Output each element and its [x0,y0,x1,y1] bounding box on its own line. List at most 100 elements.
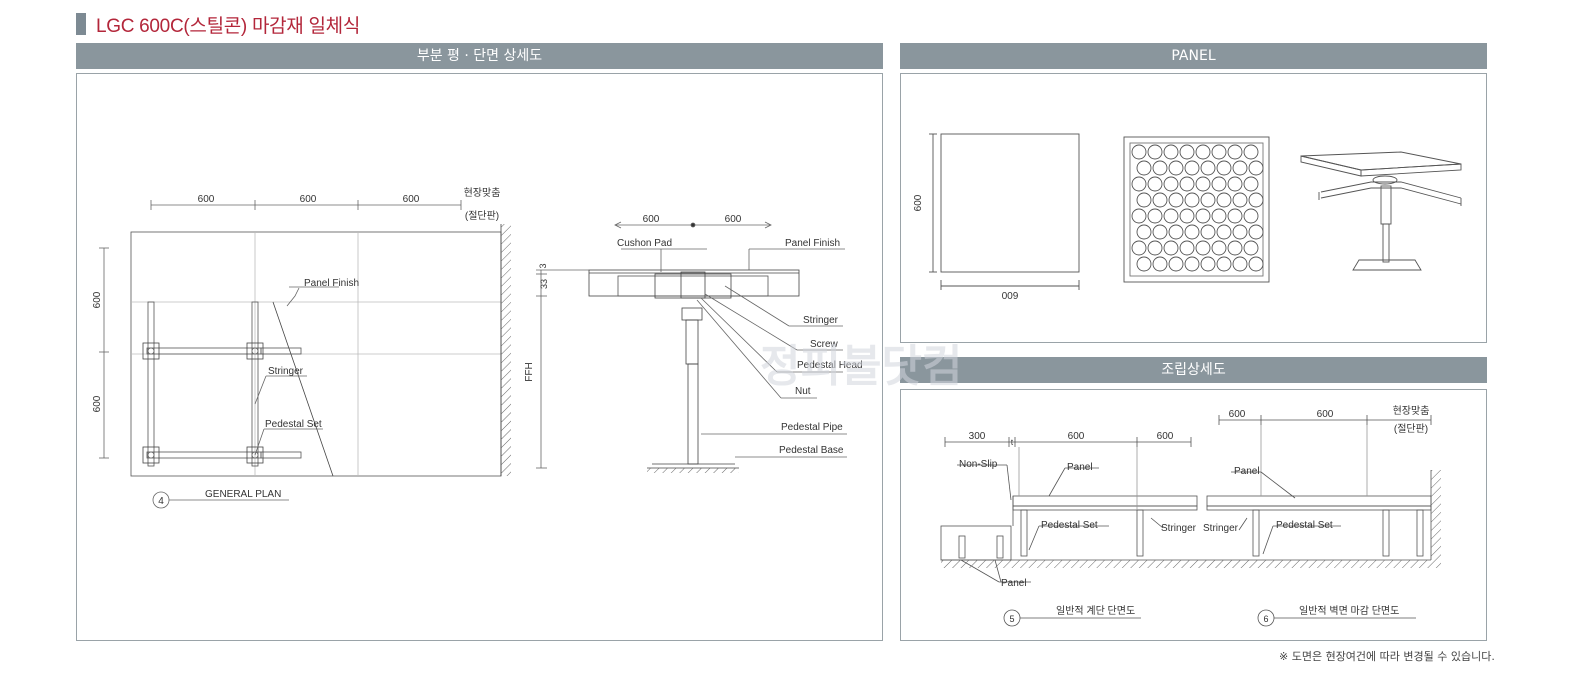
plan-callout-title: GENERAL PLAN [205,489,281,500]
panel-cell [1163,144,1179,160]
plan-label-panel-finish: Panel Finish [304,278,359,289]
panel-cell [1168,256,1184,272]
asm-left-dim-t: t [1011,438,1014,447]
panel-drawing: 600 600 [913,133,1462,300]
section-label-screw: Screw [810,339,839,350]
panel-cell [1232,224,1248,240]
plan-section-header: 부분 평 · 단면 상세도 [76,43,883,69]
section-ffh: FFH [524,362,535,381]
panel-cell [1136,224,1152,240]
section-dim-1: 600 [643,214,660,225]
section-dim-33: 33 [539,279,549,289]
panel-cell [1248,256,1264,272]
assembly-wall-hatch [1431,470,1441,568]
plan-label-pedestal-set: Pedestal Set [265,419,322,430]
section-label-pedestal-head: Pedestal Head [797,360,863,371]
asm-left-panel-bottom: Panel [1001,578,1027,589]
footnote: ※ 도면은 현장여건에 따라 변경될 수 있습니다. [1279,650,1495,663]
panel-cell [1163,176,1179,192]
panel-cell [1184,160,1200,176]
asm-right-dim-2: 600 [1317,409,1334,420]
section-label-panel-finish: Panel Finish [785,238,840,249]
panel-cell [1232,160,1248,176]
panel-cell [1227,144,1243,160]
asm-left-dim-2: 600 [1068,431,1085,442]
panel-cell [1227,208,1243,224]
panel-cell [1168,160,1184,176]
panel-dim-bottom: 600 [1001,289,1018,300]
asm-left-dim-3: 600 [1157,431,1174,442]
asm-left-non-slip: Non-Slip [959,459,998,470]
panel-cell [1232,192,1248,208]
asm-right-pedestal-set: Pedestal Set [1276,520,1333,531]
panel-cell [1195,208,1211,224]
panel-cell [1168,224,1184,240]
panel-cell [1163,208,1179,224]
section-label-cushion-pad: Cushon Pad [617,238,672,249]
panel-cell [1147,144,1163,160]
plan-section-panel: 600 600 600 현장맞춤 (절단판) 600 600 Panel Fin… [76,73,883,641]
panel-cell [1152,192,1168,208]
panel-cell [1227,176,1243,192]
panel-cell [1131,240,1147,256]
panel-cell [1211,176,1227,192]
asm-left-panel: Panel [1067,462,1093,473]
asm-right-dim-1: 600 [1229,409,1246,420]
asm-left-stringer: Stringer [1161,523,1197,534]
panel-dim-side: 600 [913,194,924,211]
panel-cell [1195,240,1211,256]
panel-cell [1195,176,1211,192]
plan-dim-1: 600 [198,194,215,205]
general-plan [99,200,502,509]
section-detail [536,221,847,469]
panel-bottom-cells [1131,144,1264,272]
assembly-drawing: 300 t 600 600 Non-Slip Panel Pedestal Se… [940,405,1441,627]
panel-cell [1200,192,1216,208]
panel-cell [1216,224,1232,240]
section-dim-2: 600 [725,214,742,225]
panel-cell [1131,208,1147,224]
panel-cell [1184,256,1200,272]
panel-cell [1184,224,1200,240]
plan-dim-3: 600 [403,194,420,205]
plan-section-drawing: 600 600 600 현장맞춤 (절단판) 600 600 Panel Fin… [92,187,863,509]
asm-right-site-fit: 현장맞춤 [1393,405,1430,417]
panel-cell [1184,192,1200,208]
panel-cell [1243,208,1259,224]
panel-cell [1243,176,1259,192]
plan-dim-left-2: 600 [92,395,103,412]
panel-cell [1248,192,1264,208]
panel-cell [1152,224,1168,240]
section-label-stringer: Stringer [803,315,839,326]
section-dim-3: 3 [538,263,548,268]
panel-cell [1163,240,1179,256]
section-label-pedestal-base: Pedestal Base [779,445,844,456]
panel-cell [1248,224,1264,240]
asm-right-callout-title: 일반적 벽면 마감 단면도 [1299,605,1399,617]
panel-cell [1195,144,1211,160]
panel-cell [1232,256,1248,272]
assembly-section-header: 조립상세도 [900,357,1487,383]
plan-site-fit: 현장맞춤 [464,187,501,199]
asm-right-stringer: Stringer [1203,523,1239,534]
plan-dim-left-1: 600 [92,291,103,308]
panel-cell [1216,256,1232,272]
panel-cell [1179,144,1195,160]
plan-dim-2: 600 [300,194,317,205]
panel-cell [1147,176,1163,192]
plan-label-stringer: Stringer [268,366,304,377]
page-title: LGC 600C(스틸콘) 마감재 일체식 [96,16,361,37]
panel-cell [1248,160,1264,176]
panel-cell [1136,192,1152,208]
panel-cell [1147,208,1163,224]
plan-site-fit-sub: (절단판) [465,209,499,222]
panel-cell [1227,240,1243,256]
panel-cell [1152,256,1168,272]
panel-section-panel: 600 600 [900,73,1487,343]
panel-cell [1243,240,1259,256]
panel-cell [1211,240,1227,256]
panel-section-header: PANEL [900,43,1487,69]
panel-cell [1200,256,1216,272]
panel-cell [1243,144,1259,160]
panel-cell [1179,208,1195,224]
